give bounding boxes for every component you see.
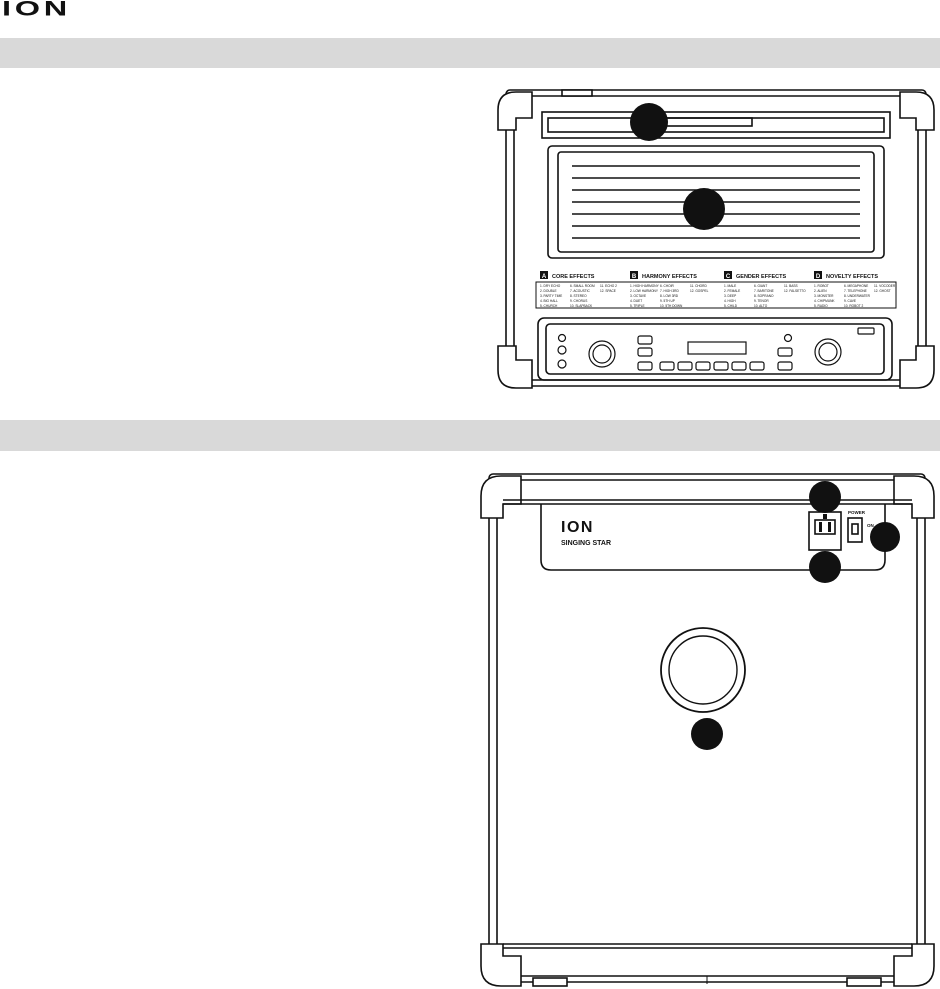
effect-item: 7. HIGH 3RD <box>660 289 679 293</box>
power-on-label: ON <box>867 523 874 528</box>
effect-item: 4. DUET <box>630 299 642 303</box>
input-jack-2 <box>557 359 567 369</box>
effect-item: 2. LOW HARMONY <box>630 289 659 293</box>
usb-port <box>857 327 875 335</box>
effect-item: 5. RADIO <box>814 304 828 308</box>
effect-item: 10. 5TH DOWN <box>660 304 683 308</box>
effect-item: 2. ALIEN <box>814 289 827 293</box>
led-indicator <box>557 333 567 343</box>
effect-item: 3. OCTAVE <box>630 294 646 298</box>
effect-item: 9. CHORUS <box>570 299 587 303</box>
callout-3 <box>809 481 841 513</box>
effect-group-a-badge <box>540 271 548 279</box>
input-jack-1 <box>557 345 567 355</box>
panel-button <box>637 361 653 371</box>
effect-item: 12. SPACE <box>600 289 616 293</box>
section-header-back <box>0 420 940 451</box>
callout-1 <box>630 103 668 141</box>
effect-item: 11. VOCODER <box>874 284 896 288</box>
power-label: POWER <box>848 510 866 515</box>
effect-item: 11. BASS <box>784 284 798 288</box>
power-switch <box>847 517 863 543</box>
effect-item: 3. DEEP <box>724 294 736 298</box>
effect-item: 5. TRIPLE <box>630 304 645 308</box>
back-brand-logo: ION <box>561 519 594 536</box>
effect-item: 5. CHURCH <box>540 304 558 308</box>
effect-group-c-badge <box>724 271 732 279</box>
effect-item: 6. CHOIR <box>660 284 675 288</box>
effect-item: 1. MALE <box>724 284 736 288</box>
effect-item: 11. ECHO 2 <box>600 284 617 288</box>
effect-group-d-title: NOVELTY EFFECTS <box>826 274 878 280</box>
effect-item: 7. ACOUSTIC <box>570 289 591 293</box>
effect-group-b-letter: B <box>632 274 637 280</box>
effect-item: 9. CAVE <box>844 299 856 303</box>
callout-4 <box>870 522 900 552</box>
effect-item: 4. HIGH <box>724 299 736 303</box>
effect-item: 10. ROBOT 2 <box>844 304 863 308</box>
effect-group-d-letter: D <box>816 274 821 280</box>
effect-item: 12. GOSPEL <box>690 289 709 293</box>
effect-item: 12. GHOST <box>874 289 891 293</box>
panel-button <box>637 347 653 357</box>
effect-item: 6. SMALL ROOM <box>570 284 595 288</box>
front-panel-illustration: A CORE EFFECTS B HARMONY EFFECTS C GENDE… <box>497 89 935 389</box>
effect-item: 8. UNDERWATER <box>844 294 871 298</box>
panel-button <box>777 361 793 371</box>
callout-2 <box>683 188 725 230</box>
callout-5 <box>809 551 841 583</box>
master-volume-knob <box>814 338 842 366</box>
effect-group-c-letter: C <box>726 274 731 280</box>
lcd-display <box>687 341 747 355</box>
effect-item: 10. ALTO <box>754 304 768 308</box>
effect-item: 6. MEGAPHONE <box>844 284 868 288</box>
effect-item: 4. BIG HALL <box>540 299 558 303</box>
effect-item: 8. STEREO <box>570 294 587 298</box>
effect-item: 2. FEMALE <box>724 289 740 293</box>
effect-item: 6. GIANT <box>754 284 767 288</box>
effect-item: 8. LOW 3RD <box>660 294 679 298</box>
effect-item: 1. HIGH HARMONY <box>630 284 660 288</box>
panel-button <box>637 335 653 345</box>
back-panel-illustration: ION SINGING STAR POWER ON <box>480 473 935 987</box>
effects-chart: A CORE EFFECTS B HARMONY EFFECTS C GENDE… <box>535 271 897 309</box>
effect-group-a-title: CORE EFFECTS <box>552 274 595 280</box>
effect-item: 10. SLAPBACK <box>570 304 593 308</box>
effect-item: 7. TELEPHONE <box>844 289 867 293</box>
back-model-name: SINGING STAR <box>561 540 611 547</box>
effect-group-b-title: HARMONY EFFECTS <box>642 274 697 280</box>
effect-item: 1. ROBOT <box>814 284 829 288</box>
effect-group-b-badge <box>630 271 638 279</box>
logo-text: ION <box>2 0 71 20</box>
effect-item: 7. BARITONE <box>754 289 774 293</box>
effect-item: 11. CHORD <box>690 284 707 288</box>
callout-6 <box>691 718 723 750</box>
effect-item: 3. PARTY TIME <box>540 294 562 298</box>
effect-item: 9. 5TH UP <box>660 299 675 303</box>
effect-group-d-badge <box>814 271 822 279</box>
effect-item: 12. FALSETTO <box>784 289 806 293</box>
effect-group-c-title: GENDER EFFECTS <box>736 274 786 280</box>
effect-item: 8. SOPRANO <box>754 294 774 298</box>
bass-port <box>660 627 746 713</box>
effect-item: 2. DOUBLE <box>540 289 557 293</box>
ion-logo: ION <box>2 0 71 20</box>
effect-item: 9. TENOR <box>754 299 769 303</box>
effect-item: 1. DRY ECHO <box>540 284 561 288</box>
effect-item: 4. CHIPMUNK <box>814 299 835 303</box>
panel-button <box>777 347 793 357</box>
mic-volume-knob <box>588 340 616 368</box>
effect-group-a-letter: A <box>542 274 547 280</box>
effect-item: 3. MONSTER <box>814 294 834 298</box>
section-header-front <box>0 38 940 68</box>
effect-item: 5. CHILD <box>724 304 738 308</box>
